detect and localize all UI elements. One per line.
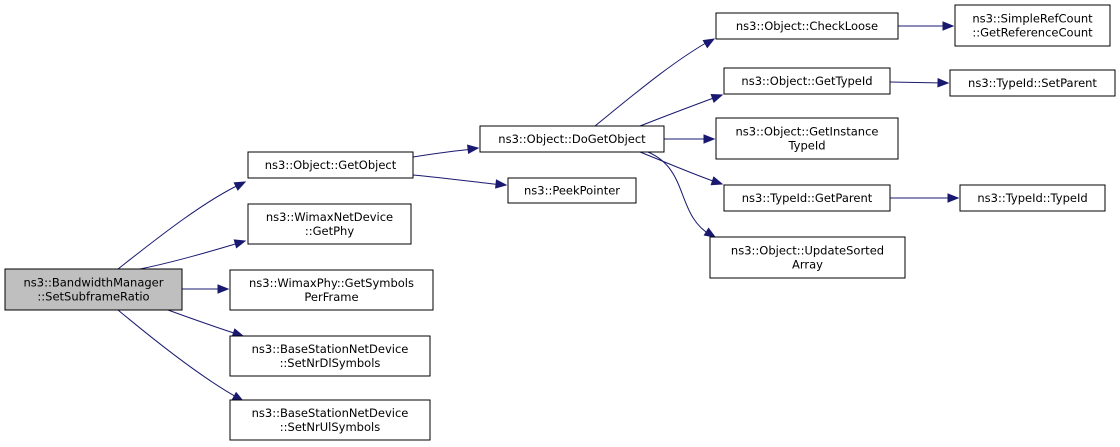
- node-label: ns3::Object::DoGetObject: [498, 132, 646, 146]
- edge-root-to-setnrdl: [167, 309, 245, 338]
- node-label: Array: [792, 258, 823, 272]
- call-edges: [117, 21, 960, 402]
- function-nodes: ns3::BandwidthManager::SetSubframeRation…: [4, 4, 1116, 441]
- node-gettypeid[interactable]: ns3::Object::GetTypeId: [723, 67, 891, 95]
- node-label: TypeId: [787, 139, 825, 153]
- edge-root-to-getobject: [117, 181, 247, 270]
- node-label: ns3::SimpleRefCount: [972, 12, 1093, 26]
- node-label: ns3::WimaxNetDevice: [266, 210, 393, 224]
- node-label: ::SetNrUlSymbols: [280, 420, 380, 434]
- node-setnrdl[interactable]: ns3::BaseStationNetDevice::SetNrDlSymbol…: [229, 335, 431, 377]
- node-root[interactable]: ns3::BandwidthManager::SetSubframeRatio: [4, 268, 183, 311]
- node-label: ::GetReferenceCount: [972, 26, 1093, 40]
- edge-dogetobject-to-typeidgetparent: [639, 151, 724, 186]
- edge-dogetobject-to-checkloose: [594, 38, 716, 127]
- edge-dogetobject-to-getinstancetypeid: [664, 134, 716, 144]
- node-checkloose[interactable]: ns3::Object::CheckLoose: [715, 12, 899, 40]
- node-label: ::SetSubframeRatio: [37, 290, 149, 304]
- edge-checkloose-to-getrefcount: [898, 21, 955, 31]
- node-label: ns3::TypeId::SetParent: [968, 76, 1097, 90]
- edge-root-to-setnrul: [117, 309, 245, 402]
- node-label: ns3::BaseStationNetDevice: [252, 342, 409, 356]
- edge-dogetobject-to-updatesorted: [647, 151, 717, 238]
- edge-getobject-to-dogetobject: [412, 144, 480, 158]
- node-label: ns3::TypeId::TypeId: [977, 191, 1087, 205]
- node-dogetobject[interactable]: ns3::Object::DoGetObject: [479, 125, 665, 153]
- node-peekpointer[interactable]: ns3::PeekPointer: [507, 177, 637, 204]
- node-getphy[interactable]: ns3::WimaxNetDevice::GetPhy: [247, 203, 412, 245]
- edge-getobject-to-peekpointer: [412, 174, 508, 189]
- edge-typeidgetparent-to-typeid: [890, 193, 960, 203]
- node-label: ::GetPhy: [305, 224, 354, 238]
- node-label: ns3::Object::GetInstance: [736, 125, 879, 139]
- node-getobject[interactable]: ns3::Object::GetObject: [247, 151, 414, 179]
- edge-root-to-getphy: [139, 239, 247, 270]
- node-label: ns3::PeekPointer: [524, 184, 620, 198]
- edge-dogetobject-to-gettypeid: [639, 94, 724, 127]
- node-label: PerFrame: [304, 290, 358, 304]
- node-label: ns3::TypeId::GetParent: [742, 191, 873, 205]
- node-label: ns3::Object::GetObject: [265, 158, 397, 172]
- node-getrefcount[interactable]: ns3::SimpleRefCount::GetReferenceCount: [954, 4, 1111, 47]
- node-label: ns3::WimaxPhy::GetSymbols: [249, 276, 414, 290]
- edge-gettypeid-to-setparent: [889, 78, 950, 88]
- node-typeidgetparent[interactable]: ns3::TypeId::GetParent: [723, 184, 891, 212]
- node-label: ns3::BandwidthManager: [24, 276, 164, 290]
- node-label: ns3::Object::GetTypeId: [741, 74, 872, 88]
- node-label: ns3::BaseStationNetDevice: [252, 406, 409, 420]
- node-setnrul[interactable]: ns3::BaseStationNetDevice::SetNrUlSymbol…: [229, 399, 431, 441]
- node-setparent[interactable]: ns3::TypeId::SetParent: [949, 69, 1116, 97]
- node-label: ns3::Object::CheckLoose: [736, 19, 878, 33]
- node-label: ::SetNrDlSymbols: [280, 356, 381, 370]
- node-label: ns3::Object::UpdateSorted: [731, 244, 884, 258]
- node-typeid[interactable]: ns3::TypeId::TypeId: [959, 184, 1106, 212]
- edge-root-to-getsymbols: [182, 284, 230, 294]
